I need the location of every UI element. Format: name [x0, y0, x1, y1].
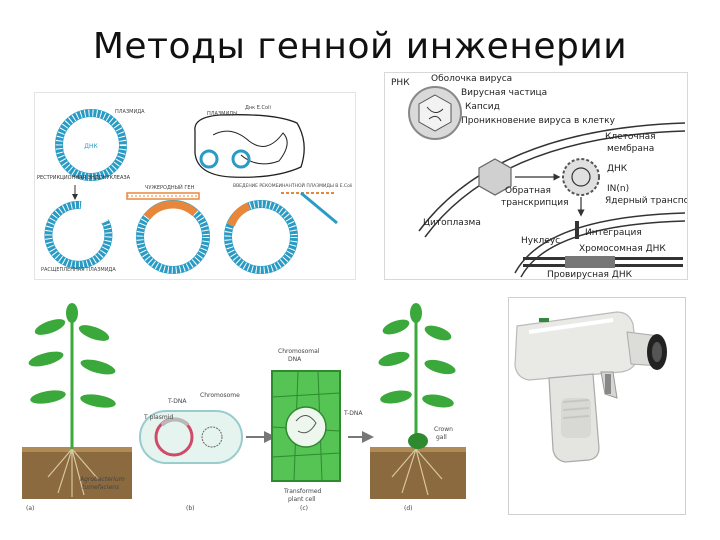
- label-d: (d): [404, 505, 413, 512]
- transport-label: Ядерный транспорт: [605, 196, 688, 206]
- cut-plasmid: [44, 200, 113, 269]
- cell-membrane: [418, 122, 686, 232]
- nucleus-label: Нуклеус: [521, 236, 560, 246]
- dna-complex: [562, 158, 600, 196]
- plasmids-label: ПЛАЗМИДЫ: [207, 111, 238, 117]
- t-plasmid-label: T plasmid: [143, 414, 173, 421]
- particle-label: Вирусная частица: [461, 88, 547, 98]
- small-plasmid: [199, 149, 219, 169]
- t-dna-right-label: T-DNA: [343, 410, 363, 417]
- crown-label-2: gall: [436, 434, 447, 441]
- provirus-label: Провирусная ДНК: [547, 270, 633, 280]
- capsid-hexagon: [478, 158, 512, 196]
- gene-label: ЧУЖЕРОДНЫЙ ГЕН: [145, 184, 195, 191]
- cytoplasm-label: Цитоплазма: [423, 218, 481, 228]
- integration-label: Интеграция: [585, 228, 642, 238]
- device-body: [514, 311, 638, 381]
- ecoli-dna-label: Днк E.Coli: [245, 105, 271, 111]
- agro-label-2: tumefaciens: [82, 484, 119, 491]
- reverse-label: Обратная: [505, 186, 551, 196]
- label-b: (b): [186, 505, 195, 512]
- envelope-label: Оболочка вируса: [431, 74, 512, 84]
- crown-label: Crown: [434, 426, 453, 433]
- plasmid-diagram: ПЛАЗМИДА ДНК ПЛАЗМИДЫ Днк E.Coli РЕСТРИК…: [34, 92, 356, 280]
- label-a: (a): [26, 505, 34, 512]
- chromosomal-dna-label: Chromosomal: [278, 348, 320, 355]
- gene-gun-photo: [508, 297, 686, 515]
- device-logo: [539, 318, 549, 322]
- svg-text:ДНК: ДНК: [84, 143, 98, 150]
- insertion-label: ВВЕДЕНИЕ РЕКОМБИНАНТНОЙ ПЛАЗМИДЫ В E.Col…: [233, 182, 352, 189]
- enzyme-label: РЕСТРИКЦИОННАЯ ЭНДОНУКЛЕАЗА: [37, 175, 131, 181]
- dna-label: ДНК: [607, 164, 628, 174]
- crown-gall: [408, 433, 428, 449]
- cut-plasmid-label: РАСЩЕПЛЕННАЯ ПЛАЗМИДА: [41, 267, 116, 273]
- cell-label-2: plant cell: [288, 496, 316, 503]
- plant-leaves-right: [378, 303, 456, 408]
- membrane-label: Клеточная: [605, 132, 656, 142]
- entry-label: Проникновение вируса в клетку: [461, 116, 616, 126]
- in-label: IN(n): [607, 184, 629, 194]
- plasmid-label: ПЛАЗМИДА: [115, 109, 145, 115]
- plant-transformation-diagram: Agrobacterium tumefaciens (a) T-DNA Chro…: [18, 297, 470, 515]
- chromosomal-dna-label-2: DNA: [288, 356, 302, 363]
- agro-label: Agrobacterium: [79, 476, 125, 483]
- membrane-label-2: мембрана: [607, 144, 654, 154]
- capsid-label: Капсид: [465, 102, 500, 112]
- chromosome-label: Chromosome: [200, 392, 240, 399]
- small-plasmid: [231, 149, 251, 169]
- reverse-label-2: транскрипция: [501, 198, 569, 208]
- nucleus-membrane: [514, 212, 686, 274]
- chromosomal-label: Хромосомная ДНК: [579, 244, 666, 254]
- plant-leaves-left: [28, 303, 116, 408]
- t-dna-label: T-DNA: [167, 398, 187, 405]
- slide-title: Методы генной инженерии: [92, 26, 628, 67]
- rna-label: РНК: [391, 78, 410, 88]
- cell-label: Transformed: [283, 488, 322, 495]
- label-c: (c): [300, 505, 308, 512]
- virus-diagram: РНК Оболочка вируса Вирусная частица Кап…: [384, 72, 688, 280]
